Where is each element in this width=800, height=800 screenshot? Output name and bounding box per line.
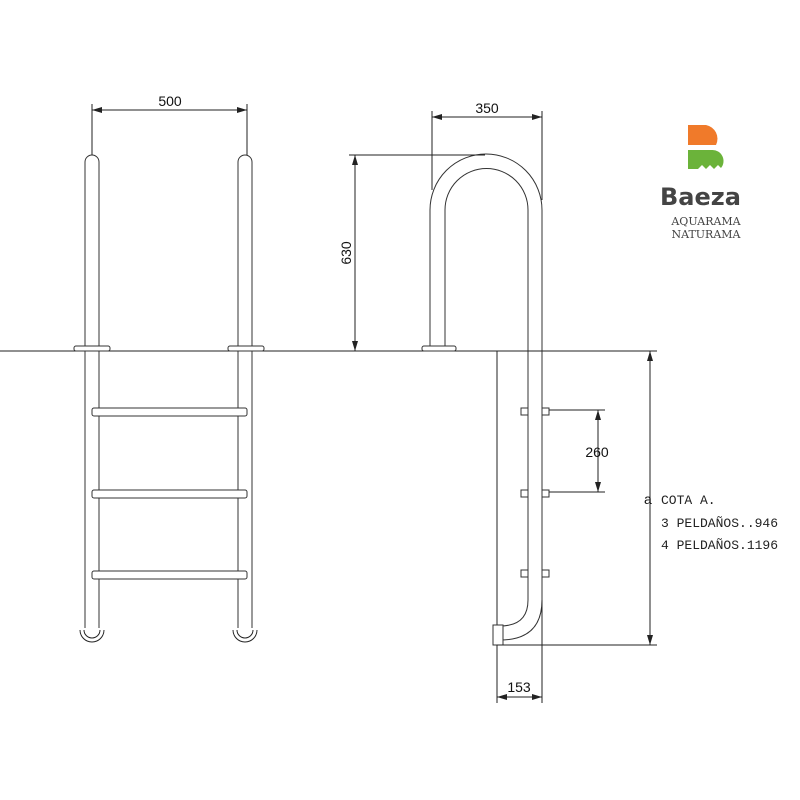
logo-line-2: NATURAMA — [671, 228, 741, 241]
note-line-2: 4 PELDAÑOS.1196 — [661, 538, 778, 553]
logo-line-1: AQUARAMA — [670, 215, 741, 228]
step-3 — [91, 570, 248, 580]
dim-depth-label: a — [644, 491, 652, 507]
baeza-logo: Baeza AQUARAMA NATURAMA — [660, 125, 742, 241]
right-rail — [237, 154, 253, 628]
dim-handrail-height: 630 — [338, 241, 354, 265]
step-1 — [91, 407, 248, 417]
logo-name: Baeza — [660, 183, 741, 211]
dim-front-width: 500 — [158, 93, 182, 109]
note-title: COTA A. — [661, 493, 716, 508]
note-line-1: 3 PELDAÑOS..946 — [661, 516, 778, 531]
step-2 — [91, 489, 248, 499]
left-rail — [84, 154, 100, 628]
front-view: 500 — [73, 93, 265, 643]
dim-side-width: 350 — [475, 100, 499, 116]
dim-step-spacing: 260 — [585, 444, 609, 460]
dim-wall-offset: 153 — [507, 679, 531, 695]
handrail — [429, 153, 543, 641]
side-view: 350 630 260 a 153 — [338, 100, 657, 703]
